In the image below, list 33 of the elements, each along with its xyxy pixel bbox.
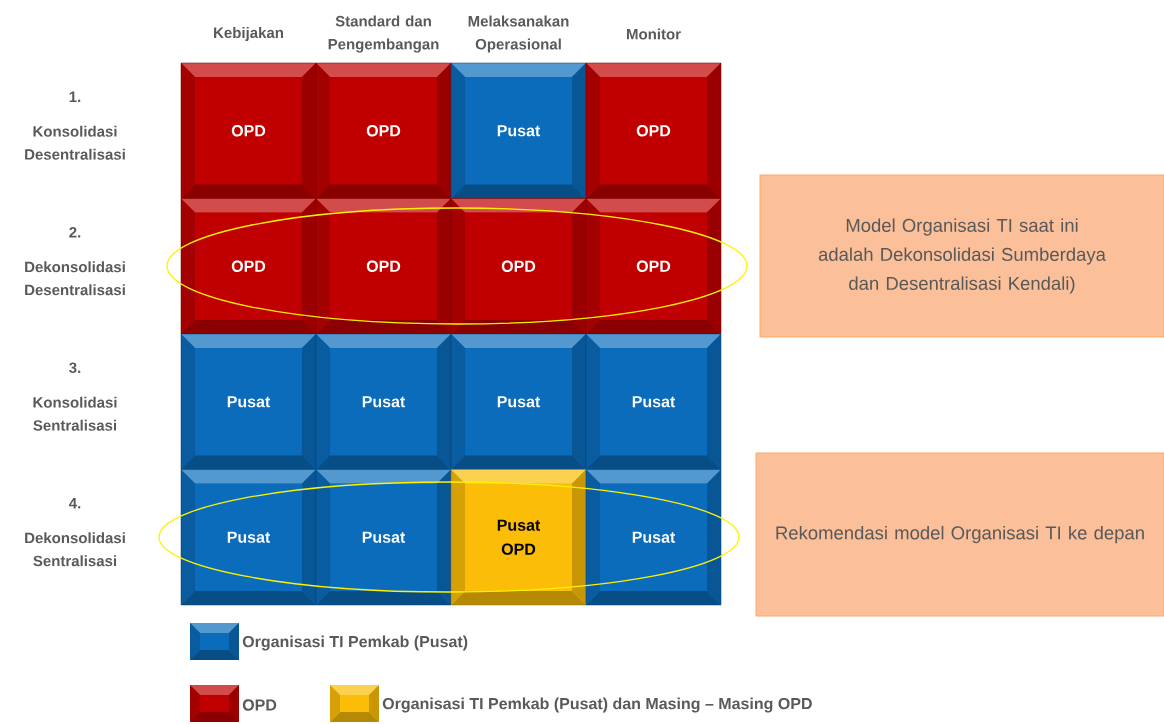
column-header: Melaksanakan Operasional bbox=[468, 15, 569, 53]
matrix-cell: OPD bbox=[450, 198, 587, 335]
matrix-cell: Pusat bbox=[180, 469, 317, 606]
matrix-cell: Pusat OPD bbox=[450, 469, 587, 606]
matrix-cell: OPD bbox=[315, 62, 452, 199]
note-box: Rekomendasi model Organisasi TI ke depan bbox=[755, 452, 1164, 617]
legend-label: OPD bbox=[242, 699, 277, 711]
row-label: Dekonsolidasi Desentralisasi bbox=[25, 261, 125, 296]
matrix-cell: OPD bbox=[585, 198, 722, 335]
legend-label: Organisasi TI Pemkab (Pusat) dan Masing – Masing OPD bbox=[382, 697, 812, 713]
matrix-cell: OPD bbox=[180, 198, 317, 335]
row-label: Konsolidasi Desentralisasi bbox=[25, 125, 125, 160]
matrix-cell: Pusat bbox=[315, 333, 452, 470]
matrix-cell: OPD bbox=[585, 62, 722, 199]
legend-label: Organisasi TI Pemkab (Pusat) bbox=[242, 635, 468, 651]
row-number: 2. bbox=[69, 227, 81, 238]
row-number: 3. bbox=[69, 362, 81, 374]
matrix-cell: Pusat bbox=[450, 62, 587, 199]
matrix-cell: OPD bbox=[315, 198, 452, 335]
row-number: 4. bbox=[68, 498, 81, 509]
column-header: Monitor bbox=[627, 28, 681, 40]
row-number: 1. bbox=[69, 91, 81, 102]
matrix-cell: Pusat bbox=[450, 333, 587, 470]
row-label: Dekonsolidasi Sentralisasi bbox=[25, 532, 125, 567]
matrix-cell: Pusat bbox=[180, 333, 317, 470]
matrix-cell: OPD bbox=[180, 62, 317, 199]
matrix-cell: Pusat bbox=[315, 469, 452, 606]
note-box: Model Organisasi TI saat ini adalah Dekonsolidasi Sumberdaya dan Desentralisasi Kendali) bbox=[759, 174, 1164, 338]
column-header: Kebijakan bbox=[214, 27, 283, 41]
row-label: Konsolidasi Sentralisasi bbox=[33, 396, 117, 431]
matrix-cell: Pusat bbox=[585, 469, 722, 606]
column-header: Standard dan Pengembangan bbox=[328, 15, 439, 53]
matrix-cell: Pusat bbox=[585, 333, 722, 470]
